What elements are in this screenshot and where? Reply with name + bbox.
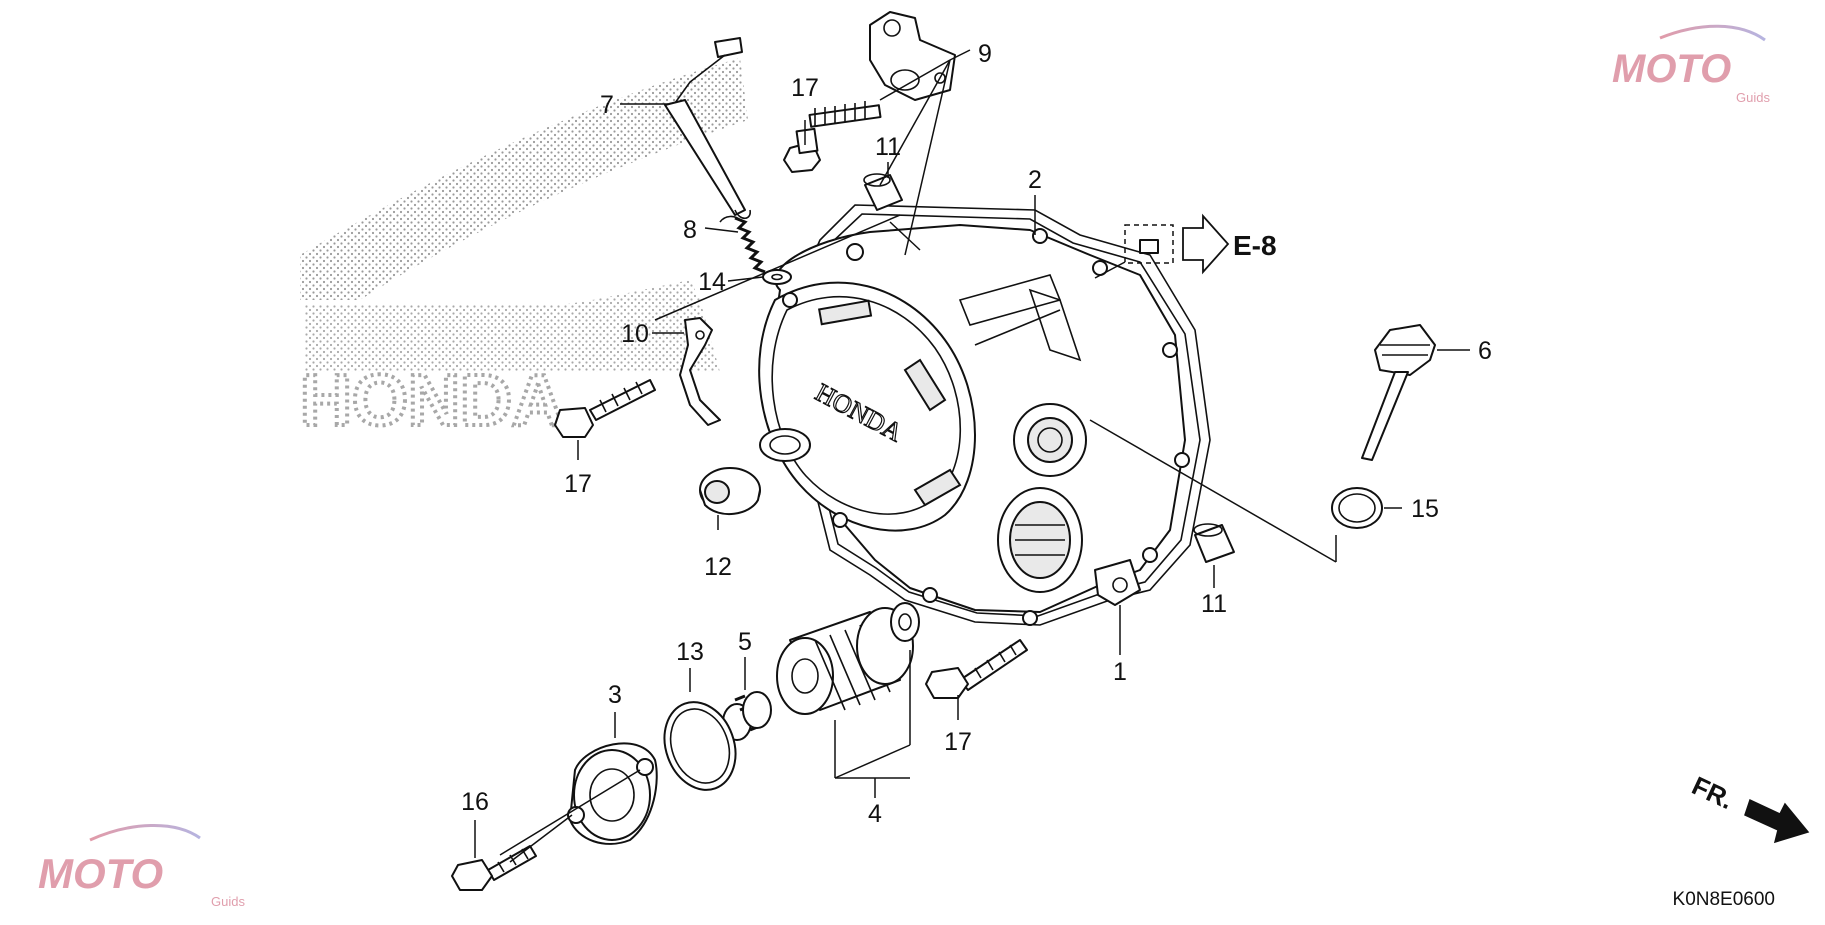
leader-lines [474,49,1470,863]
part-11-dowel-pin-top [863,173,903,211]
part-9-bracket [869,11,956,101]
callout-17-left: 17 [564,470,592,498]
callout-11-top: 11 [875,133,901,161]
diagram-reference-code: K0N8E0600 [1673,889,1775,910]
part-6-dipstick [1361,324,1436,461]
part-16-bolt [451,845,537,891]
callout-16: 16 [461,788,489,816]
callout-2: 2 [1028,166,1042,194]
part-14-washer [762,269,792,285]
watermark-logo-top: MOTO Guids [1612,24,1770,105]
part-4-oil-filter [776,602,920,715]
honda-wing-emblem: HONDA [298,58,748,443]
callout-5: 5 [738,628,752,656]
cross-reference-e8: E-8 [1124,213,1277,275]
part-17-bolt-bottom [925,639,1028,699]
callout-8: 8 [683,216,697,244]
callout-14: 14 [698,268,726,296]
part-17-bolt-left [554,379,656,438]
part-12-seal [699,467,761,516]
watermark-logo-bottom: MOTO Guids [38,823,245,909]
part-13-o-ring [663,701,737,791]
callout-3: 3 [608,681,622,709]
callout-4: 4 [868,800,882,828]
part-1-crankcase-cover: HONDA [758,224,1190,626]
part-10-arm [679,317,721,426]
callout-9: 9 [978,40,992,68]
part-17-bolt-top [783,101,882,173]
watermark-subtext-bottom: Guids [211,894,245,909]
part-15-o-ring [1331,487,1383,529]
callout-1: 1 [1113,658,1127,686]
callout-7: 7 [600,91,614,119]
callout-6: 6 [1478,337,1492,365]
callout-17-bottom: 17 [944,728,972,756]
watermark-text-bottom: MOTO [38,850,163,897]
honda-emblem-text: HONDA [300,361,564,441]
callout-labels: 7 8 14 10 9 17 11 2 6 15 11 17 12 1 5 13… [461,40,1492,828]
watermark-text-top: MOTO [1612,47,1731,91]
callout-11-right: 11 [1201,590,1227,618]
callout-17-top: 17 [791,74,819,102]
callout-10: 10 [621,320,649,348]
callout-15: 15 [1411,495,1439,523]
part-3-filter-cover [567,742,658,845]
callout-13: 13 [676,638,704,666]
part-7-switch-cable [664,37,751,220]
watermark-subtext-top: Guids [1736,90,1770,105]
part-8-spring [719,215,766,274]
cross-reference-label: E-8 [1233,230,1277,261]
callout-12: 12 [704,553,732,581]
front-arrow-icon [1744,798,1810,844]
front-direction-marker: FR. [1687,770,1810,844]
part-11-dowel-pin-right [1193,523,1235,563]
front-direction-label: FR. [1687,770,1738,815]
